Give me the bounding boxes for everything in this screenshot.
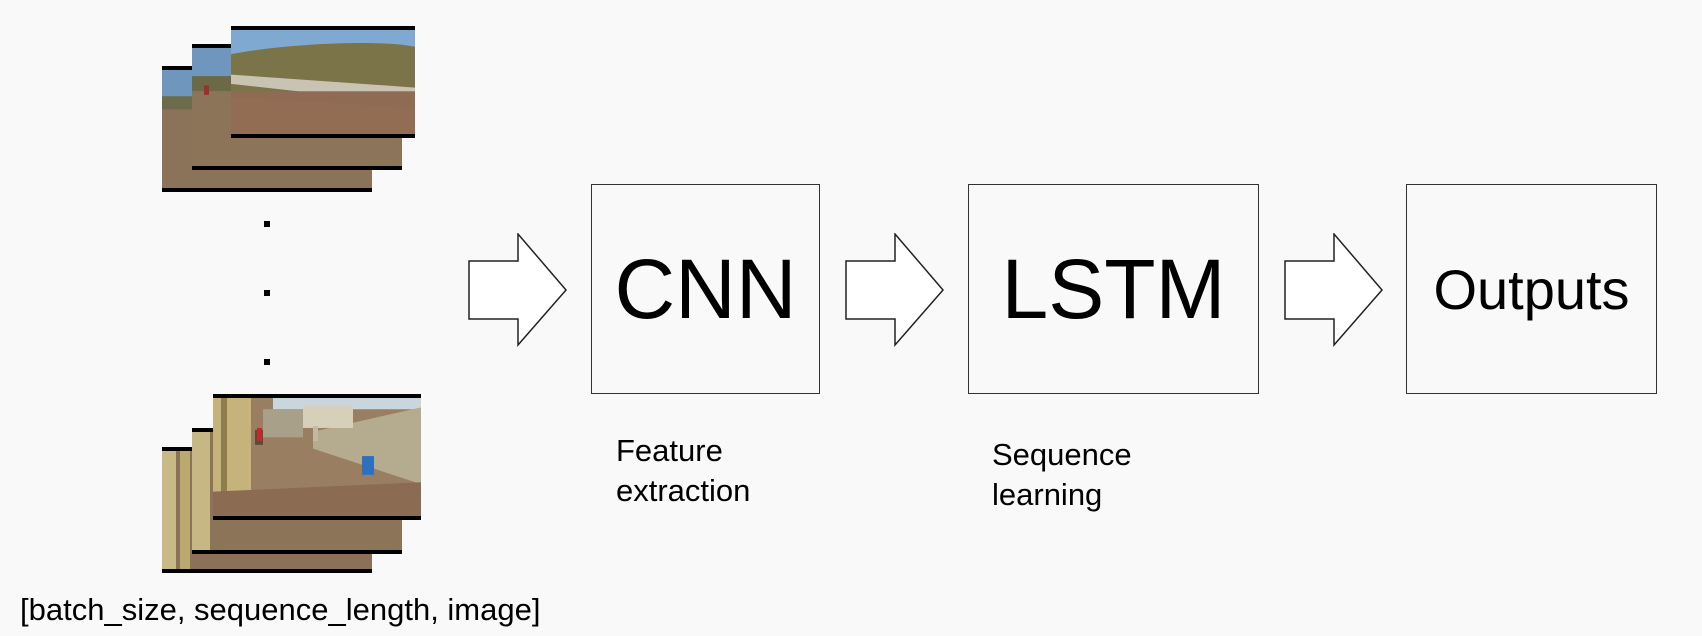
input-shape-label: [batch_size, sequence_length, image]	[20, 592, 541, 627]
cnn-box: CNN	[591, 184, 820, 394]
sequence-dot	[264, 359, 270, 365]
lstm-box: LSTM	[968, 184, 1259, 394]
right-arrow-icon	[1284, 233, 1383, 347]
lstm-caption: Sequence learning	[992, 435, 1132, 515]
sequence-dot	[264, 290, 270, 296]
right-arrow-icon	[468, 233, 567, 347]
cnn-caption: Feature extraction	[616, 431, 750, 511]
outputs-box: Outputs	[1406, 184, 1657, 394]
right-arrow-icon	[845, 233, 944, 347]
lstm-caption-line: Sequence	[992, 437, 1132, 472]
lstm-label: LSTM	[1001, 241, 1226, 336]
lstm-caption-line: learning	[992, 477, 1103, 512]
video-frame-top-front	[231, 26, 415, 138]
cnn-label: CNN	[614, 241, 797, 336]
video-frame-bottom-front	[213, 394, 421, 520]
sequence-dot	[264, 221, 270, 227]
cnn-caption-line: extraction	[616, 473, 751, 508]
cnn-caption-line: Feature	[616, 433, 723, 468]
outputs-label: Outputs	[1433, 257, 1630, 321]
